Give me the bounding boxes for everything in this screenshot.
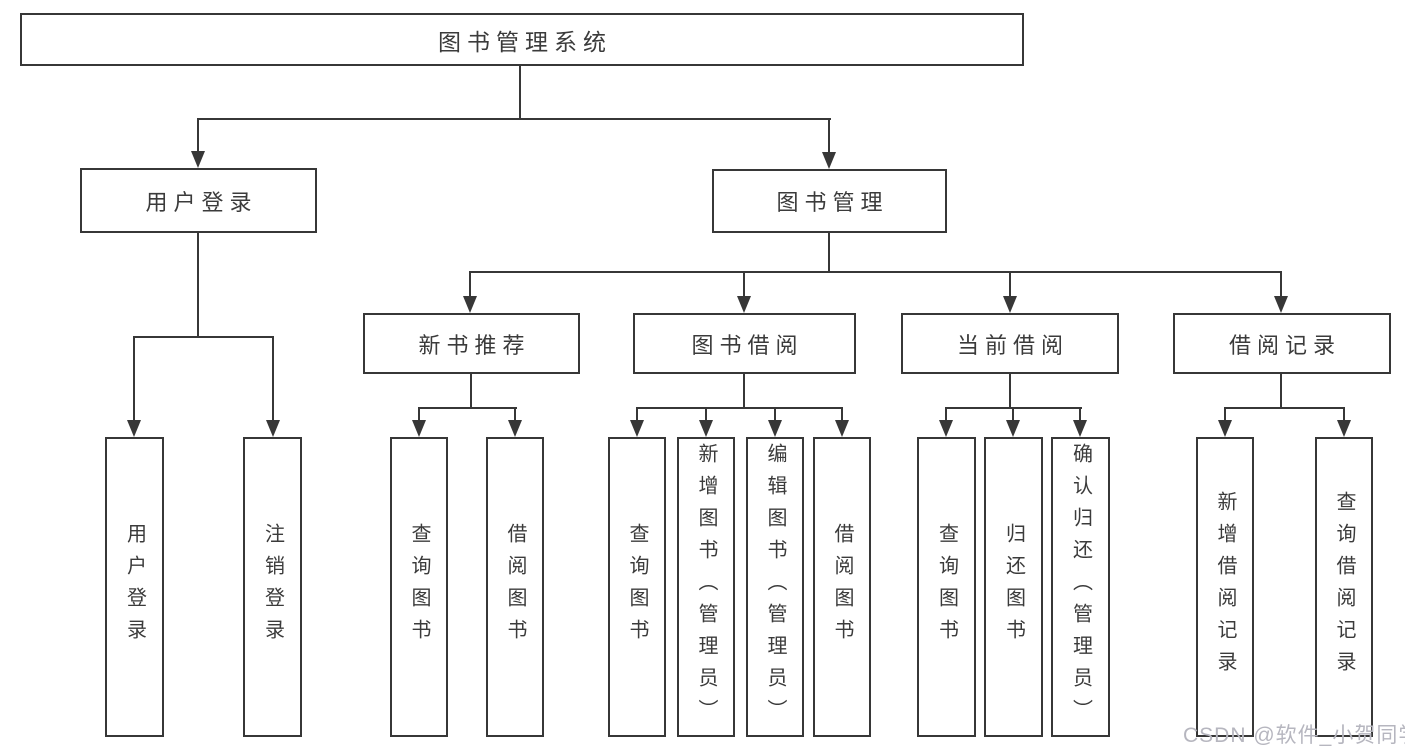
arrowhead-down: [835, 420, 849, 437]
leaf-label: 用户登录: [123, 523, 146, 651]
leaf-user-login: 用户登录: [105, 437, 164, 737]
leaf-label: 编辑图书（管理员）: [764, 443, 786, 731]
leaf-label: 新增借阅记录: [1214, 491, 1236, 683]
connector-line: [1343, 407, 1345, 422]
connector-line: [945, 407, 947, 422]
connector-line: [133, 336, 135, 422]
connector-line: [828, 233, 830, 273]
leaf-edit-books-admin: 编辑图书（管理员）: [746, 437, 804, 737]
leaf-label: 查询图书: [935, 523, 958, 651]
connector-line: [470, 374, 472, 409]
leaf-label: 确认归还（管理员）: [1069, 443, 1092, 731]
leaf-query-books-recommend: 查询图书: [390, 437, 448, 737]
leaf-borrow-books-recommend: 借阅图书: [486, 437, 544, 737]
connector-line: [1009, 271, 1011, 298]
node-label: 图书管理系统: [438, 28, 612, 55]
arrowhead-down: [1218, 420, 1232, 437]
arrowhead-down: [191, 151, 205, 168]
leaf-label: 查询借阅记录: [1333, 491, 1355, 683]
arrowhead-down: [127, 420, 141, 437]
connector-line: [636, 407, 843, 409]
arrowhead-down: [630, 420, 644, 437]
connector-line: [418, 407, 420, 422]
arrowhead-down: [1274, 296, 1288, 313]
csdn-watermark: CSDN @软件_小贺同学: [1183, 724, 1405, 747]
arrowhead-down: [1337, 420, 1351, 437]
connector-line: [1224, 407, 1226, 422]
node-library-management-system: 图书管理系统: [20, 13, 1024, 66]
arrowhead-down: [1006, 420, 1020, 437]
node-user-login: 用户登录: [80, 168, 317, 233]
leaf-label: 新增图书（管理员）: [695, 443, 717, 731]
leaf-confirm-return-admin: 确认归还（管理员）: [1051, 437, 1110, 737]
connector-line: [469, 271, 1282, 273]
arrowhead-down: [412, 420, 426, 437]
connector-line: [1012, 407, 1014, 422]
leaf-query-borrow-record: 查询借阅记录: [1315, 437, 1373, 737]
node-label: 图书借阅: [691, 332, 804, 358]
connector-line: [1280, 271, 1282, 298]
leaf-label: 查询图书: [408, 523, 430, 651]
connector-line: [1224, 407, 1345, 409]
connector-line: [774, 407, 776, 422]
leaf-return-books: 归还图书: [984, 437, 1043, 737]
arrowhead-down: [768, 420, 782, 437]
leaf-label: 注销登录: [261, 523, 284, 651]
node-new-book-recommend: 新书推荐: [363, 313, 580, 374]
connector-line: [743, 271, 745, 298]
leaf-query-books-borrow: 查询图书: [608, 437, 666, 737]
connector-line: [469, 271, 471, 298]
arrowhead-down: [737, 296, 751, 313]
node-label: 用户登录: [145, 189, 258, 215]
arrowhead-down: [939, 420, 953, 437]
node-label: 当前借阅: [956, 332, 1069, 358]
node-current-borrow: 当前借阅: [901, 313, 1119, 374]
leaf-add-books-admin: 新增图书（管理员）: [677, 437, 735, 737]
connector-line: [514, 407, 516, 422]
connector-line: [197, 118, 199, 152]
leaf-label: 借阅图书: [831, 523, 853, 651]
leaf-label: 查询图书: [626, 523, 648, 651]
arrowhead-down: [508, 420, 522, 437]
connector-line: [272, 336, 274, 422]
connector-line: [636, 407, 638, 422]
connector-line: [743, 374, 745, 409]
arrowhead-down: [1003, 296, 1017, 313]
arrowhead-down: [1073, 420, 1087, 437]
leaf-query-books-current: 查询图书: [917, 437, 976, 737]
connector-line: [1079, 407, 1081, 422]
connector-line: [197, 233, 199, 338]
leaf-add-borrow-record: 新增借阅记录: [1196, 437, 1254, 737]
connector-line: [705, 407, 707, 422]
connector-line: [1009, 374, 1011, 409]
node-book-management: 图书管理: [712, 169, 947, 233]
connector-line: [133, 336, 274, 338]
leaf-logout: 注销登录: [243, 437, 302, 737]
arrowhead-down: [463, 296, 477, 313]
connector-line: [197, 118, 831, 120]
leaf-label: 借阅图书: [504, 523, 526, 651]
node-book-borrow: 图书借阅: [633, 313, 856, 374]
connector-line: [418, 407, 517, 409]
arrowhead-down: [266, 420, 280, 437]
leaf-label: 归还图书: [1002, 523, 1025, 651]
connector-line: [519, 66, 521, 119]
node-borrow-records: 借阅记录: [1173, 313, 1391, 374]
node-label: 借阅记录: [1228, 332, 1341, 358]
connector-line: [1280, 374, 1282, 409]
arrowhead-down: [822, 152, 836, 169]
connector-line: [828, 118, 830, 153]
leaf-borrow-books: 借阅图书: [813, 437, 871, 737]
node-label: 图书管理: [776, 190, 889, 215]
arrowhead-down: [699, 420, 713, 437]
node-label: 新书推荐: [418, 332, 531, 358]
connector-line: [841, 407, 843, 422]
